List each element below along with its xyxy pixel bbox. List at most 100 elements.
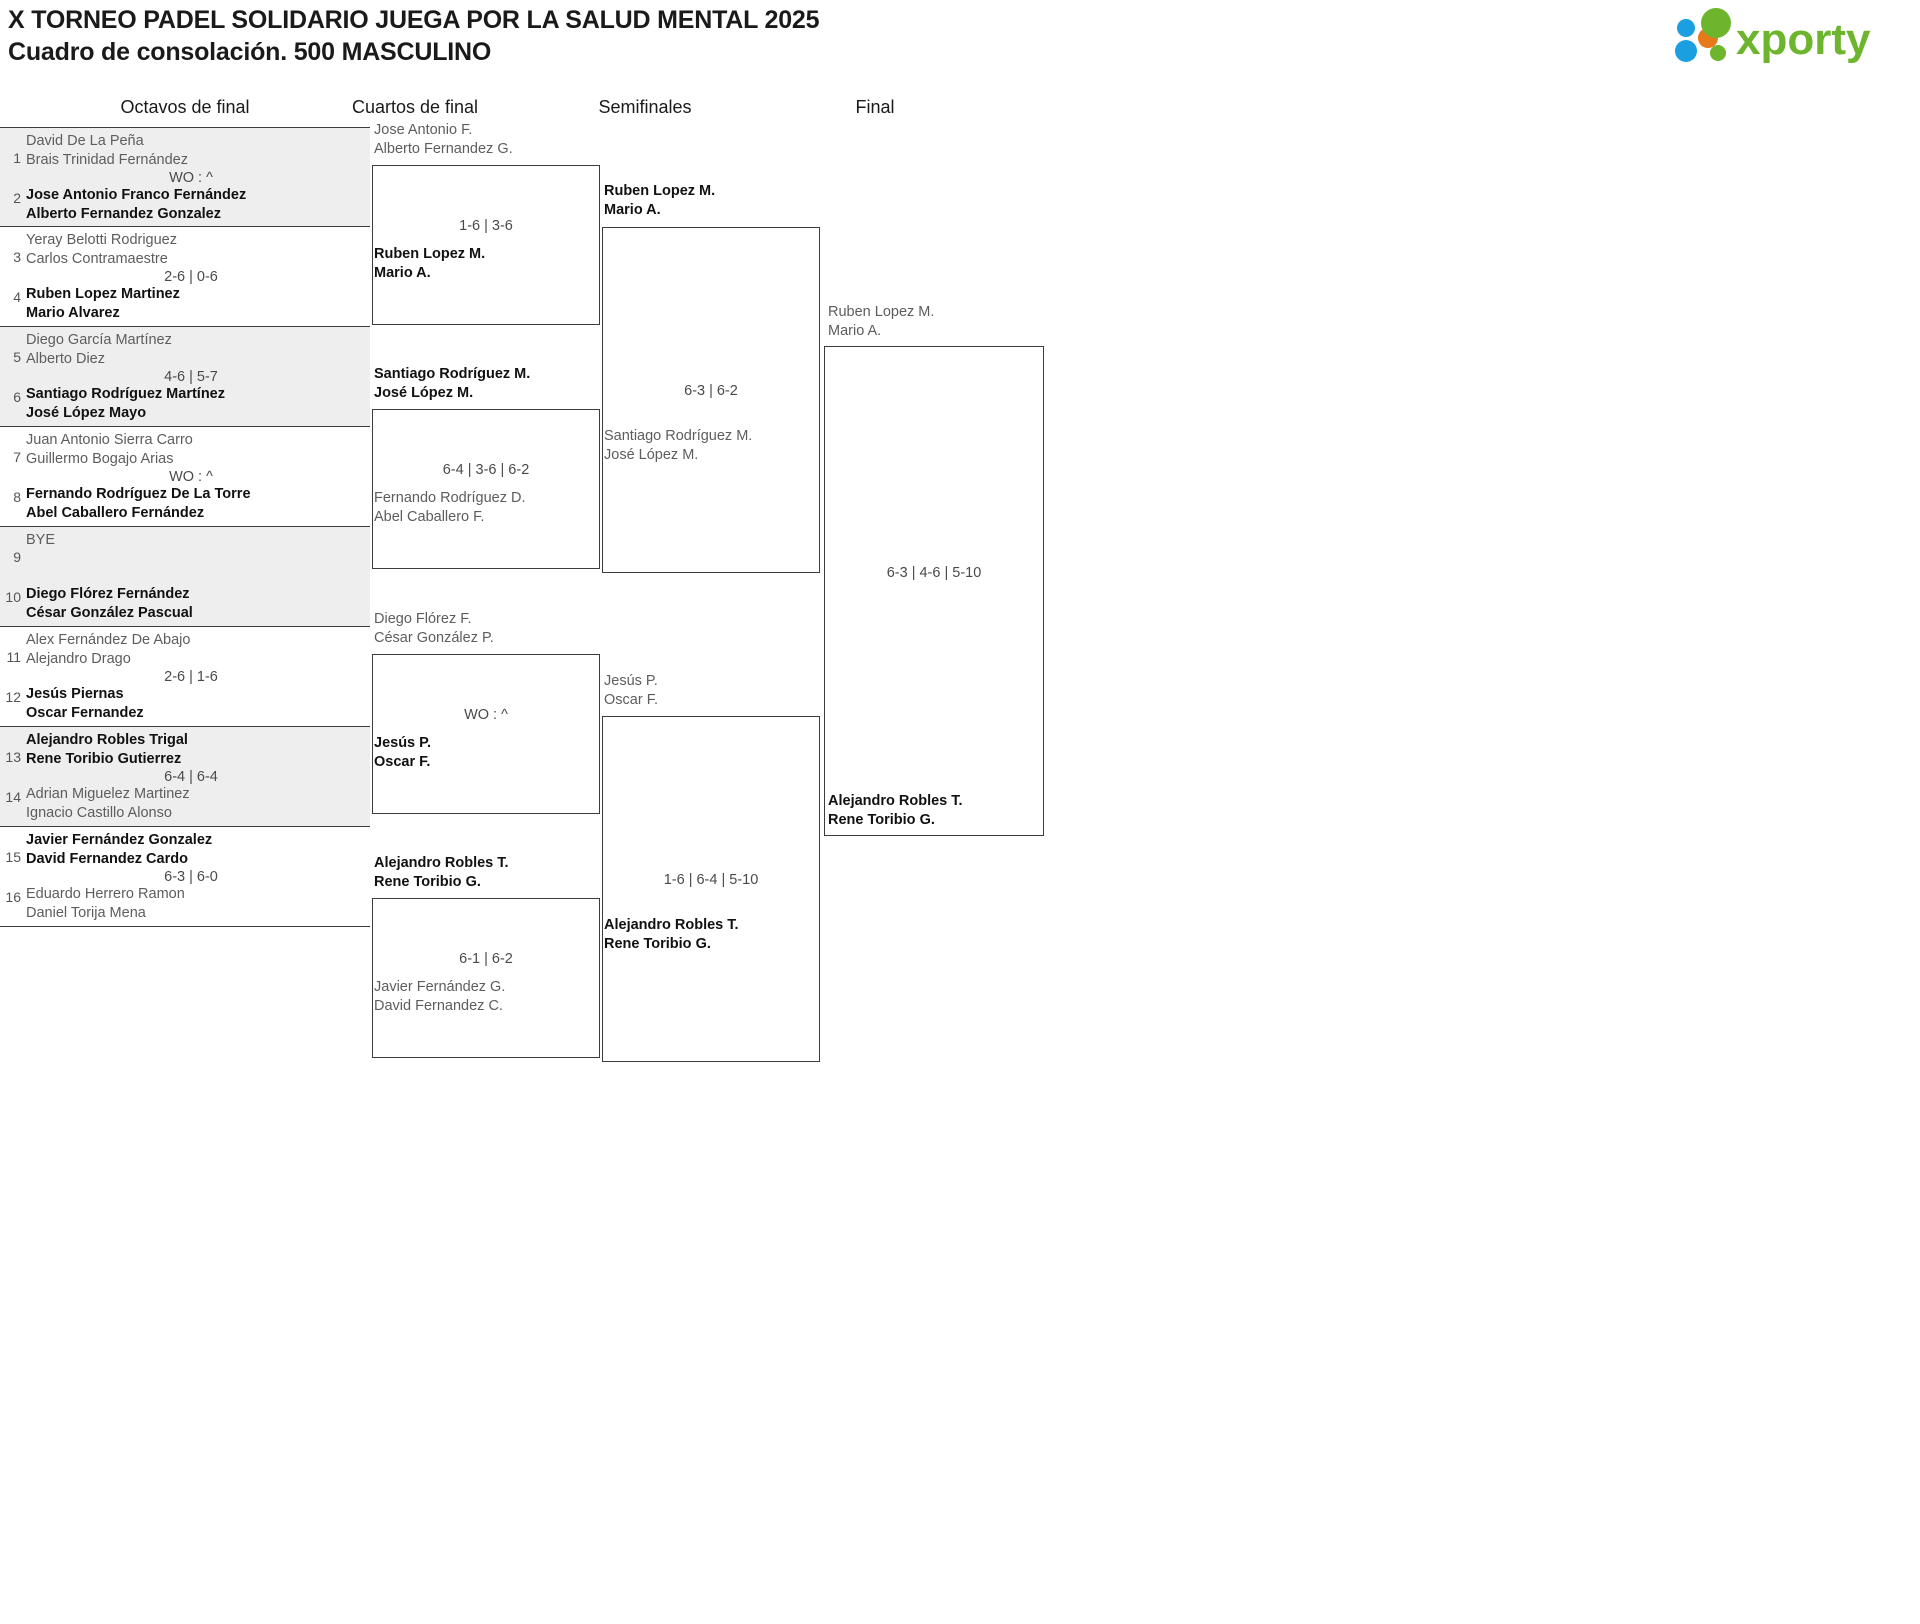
tournament-bracket: 1 David De La Peña Brais Trinidad Fernán…: [0, 122, 1300, 1327]
r2-match-3-box[interactable]: WO : ^: [372, 654, 600, 814]
seed-number: 6: [13, 389, 21, 405]
team-names: Diego Flórez Fernández César González Pa…: [26, 586, 193, 621]
team-names: Diego García Martínez Alberto Diez: [26, 332, 172, 367]
seed-number: 2: [13, 190, 21, 206]
r2-match-4-box[interactable]: 6-1 | 6-2: [372, 898, 600, 1058]
r1-m5-bottom-slot[interactable]: 10 Diego Flórez Fernández César González…: [0, 577, 370, 627]
page-header: X TORNEO PADEL SOLIDARIO JUEGA POR LA SA…: [0, 0, 1920, 80]
r1-match-7[interactable]: 13 Alejandro Robles Trigal Rene Toribio …: [0, 727, 370, 827]
seed-number: 9: [13, 549, 21, 565]
seed-number: 5: [13, 349, 21, 365]
logo-dot-green-large: [1701, 8, 1731, 38]
r4-top-label: Ruben Lopez M. Mario A.: [828, 304, 935, 339]
r1-m5-top-slot[interactable]: 9 BYE: [0, 527, 370, 577]
title-block: X TORNEO PADEL SOLIDARIO JUEGA POR LA SA…: [8, 4, 820, 68]
r1-match-2[interactable]: 3 Yeray Belotti Rodriguez Carlos Contram…: [0, 227, 370, 327]
seed-number: 7: [13, 449, 21, 465]
r4-final-box[interactable]: 6-3 | 4-6 | 5-10: [824, 346, 1044, 836]
match-score: 6-1 | 6-2: [459, 951, 513, 967]
match-score: 1-6 | 3-6: [459, 218, 513, 234]
team-names: Alejandro Robles Trigal Rene Toribio Gut…: [26, 732, 188, 767]
team-names: Fernando Rodríguez De La Torre Abel Caba…: [26, 486, 251, 521]
r4-bottom-label-champion: Alejandro Robles T. Rene Toribio G.: [828, 793, 963, 828]
r2-match-2-box[interactable]: 6-4 | 3-6 | 6-2: [372, 409, 600, 569]
r2-m1-top-label: Jose Antonio F. Alberto Fernandez G.: [374, 122, 513, 157]
team-names: Ruben Lopez Martinez Mario Alvarez: [26, 286, 180, 321]
r1-m1-bottom-slot[interactable]: 2 Jose Antonio Franco Fernández Alberto …: [0, 178, 370, 228]
r1-m2-bottom-slot[interactable]: 4 Ruben Lopez Martinez Mario Alvarez: [0, 277, 370, 327]
seed-number: 13: [5, 749, 21, 765]
r2-m2-top-label: Santiago Rodríguez M. José López M.: [374, 366, 531, 401]
r1-m8-bottom-slot[interactable]: 16 Eduardo Herrero Ramon Daniel Torija M…: [0, 877, 370, 927]
r1-m4-top-slot[interactable]: 7 Juan Antonio Sierra Carro Guillermo Bo…: [0, 427, 370, 477]
round-header-cuartos: Cuartos de final: [351, 97, 479, 117]
seed-number: 10: [5, 589, 21, 605]
match-score: WO : ^: [464, 707, 508, 723]
round-header-semifinales: Semifinales: [598, 97, 692, 117]
r1-m8-top-slot[interactable]: 15 Javier Fernández Gonzalez David Ferna…: [0, 827, 370, 877]
r1-m3-bottom-slot[interactable]: 6 Santiago Rodríguez Martínez José López…: [0, 377, 370, 427]
r1-m1-top-slot[interactable]: 1 David De La Peña Brais Trinidad Fernán…: [0, 128, 370, 178]
r1-match-8[interactable]: 15 Javier Fernández Gonzalez David Ferna…: [0, 827, 370, 927]
match-score: 1-6 | 6-4 | 5-10: [663, 872, 759, 888]
round-1-column: 1 David De La Peña Brais Trinidad Fernán…: [0, 127, 370, 927]
seed-number: 4: [13, 289, 21, 305]
team-names: Juan Antonio Sierra Carro Guillermo Boga…: [26, 432, 193, 467]
r1-m6-top-slot[interactable]: 11 Alex Fernández De Abajo Alejandro Dra…: [0, 627, 370, 677]
logo-dot-blue-bottom: [1675, 40, 1697, 62]
r1-match-5[interactable]: 9 BYE 10 Diego Flórez Fernández César Go…: [0, 527, 370, 627]
seed-number: 3: [13, 249, 21, 265]
xporty-logo: xporty: [1664, 8, 1904, 64]
r1-m4-bottom-slot[interactable]: 8 Fernando Rodríguez De La Torre Abel Ca…: [0, 477, 370, 527]
seed-number: 14: [5, 789, 21, 805]
r2-m2-bottom-label: Fernando Rodríguez D. Abel Caballero F.: [374, 490, 526, 525]
r3-m1-bottom-label: Santiago Rodríguez M. José López M.: [604, 428, 753, 463]
r1-match-1[interactable]: 1 David De La Peña Brais Trinidad Fernán…: [0, 127, 370, 227]
r1-m2-top-slot[interactable]: 3 Yeray Belotti Rodriguez Carlos Contram…: [0, 227, 370, 277]
r2-m1-bottom-label: Ruben Lopez M. Mario A.: [374, 246, 486, 281]
team-names: Javier Fernández Gonzalez David Fernande…: [26, 832, 213, 867]
team-names: David De La Peña Brais Trinidad Fernánde…: [26, 133, 188, 168]
r2-m3-bottom-label: Jesús P. Oscar F.: [374, 735, 431, 770]
logo-wordmark: xporty: [1736, 15, 1871, 64]
seed-number: 11: [6, 649, 21, 665]
match-score: 6-3 | 4-6 | 5-10: [886, 565, 982, 581]
logo-dot-green-small: [1710, 45, 1726, 61]
r2-match-1-box[interactable]: 1-6 | 3-6: [372, 165, 600, 325]
seed-number: 15: [5, 849, 21, 865]
team-names: Alex Fernández De Abajo Alejandro Drago: [26, 632, 191, 667]
r1-m3-top-slot[interactable]: 5 Diego García Martínez Alberto Diez: [0, 327, 370, 377]
seed-number: 8: [13, 489, 21, 505]
page-title: X TORNEO PADEL SOLIDARIO JUEGA POR LA SA…: [8, 6, 820, 34]
match-score: 6-3 | 6-2: [684, 383, 738, 399]
team-names: Eduardo Herrero Ramon Daniel Torija Mena: [26, 886, 185, 921]
r3-match-2-box[interactable]: 1-6 | 6-4 | 5-10: [602, 716, 820, 1062]
r3-m1-top-label: Ruben Lopez M. Mario A.: [604, 183, 716, 218]
team-names: Santiago Rodríguez Martínez José López M…: [26, 386, 225, 421]
match-score: 6-4 | 3-6 | 6-2: [442, 462, 530, 478]
team-names: Jose Antonio Franco Fernández Alberto Fe…: [26, 187, 247, 222]
r3-m2-bottom-label: Alejandro Robles T. Rene Toribio G.: [604, 917, 739, 952]
team-names: Jesús Piernas Oscar Fernandez: [26, 686, 144, 721]
logo-dot-blue-top: [1677, 19, 1695, 37]
r3-m2-top-label: Jesús P. Oscar F.: [604, 673, 658, 708]
r2-m4-bottom-label: Javier Fernández G. David Fernandez C.: [374, 979, 506, 1014]
r1-m7-top-slot[interactable]: 13 Alejandro Robles Trigal Rene Toribio …: [0, 727, 370, 777]
r1-m6-bottom-slot[interactable]: 12 Jesús Piernas Oscar Fernandez: [0, 677, 370, 727]
r3-match-1-box[interactable]: 6-3 | 6-2: [602, 227, 820, 573]
r2-m3-top-label: Diego Flórez F. César González P.: [374, 611, 494, 646]
page-subtitle: Cuadro de consolación. 500 MASCULINO: [8, 38, 492, 66]
team-names: BYE: [26, 532, 56, 548]
round-headers: Octavos de final Cuartos de final Semifi…: [0, 96, 1920, 124]
seed-number: 1: [13, 150, 21, 166]
r1-match-6[interactable]: 11 Alex Fernández De Abajo Alejandro Dra…: [0, 627, 370, 727]
round-header-octavos: Octavos de final: [120, 97, 250, 117]
r1-m7-bottom-slot[interactable]: 14 Adrian Miguelez Martinez Ignacio Cast…: [0, 777, 370, 827]
xporty-logo-svg: xporty: [1675, 8, 1871, 64]
r1-match-4[interactable]: 7 Juan Antonio Sierra Carro Guillermo Bo…: [0, 427, 370, 527]
seed-number: 16: [5, 889, 21, 905]
seed-number: 12: [5, 689, 21, 705]
team-names: Yeray Belotti Rodriguez Carlos Contramae…: [26, 232, 177, 267]
r1-match-3[interactable]: 5 Diego García Martínez Alberto Diez 4-6…: [0, 327, 370, 427]
r2-m4-top-label: Alejandro Robles T. Rene Toribio G.: [374, 855, 509, 890]
